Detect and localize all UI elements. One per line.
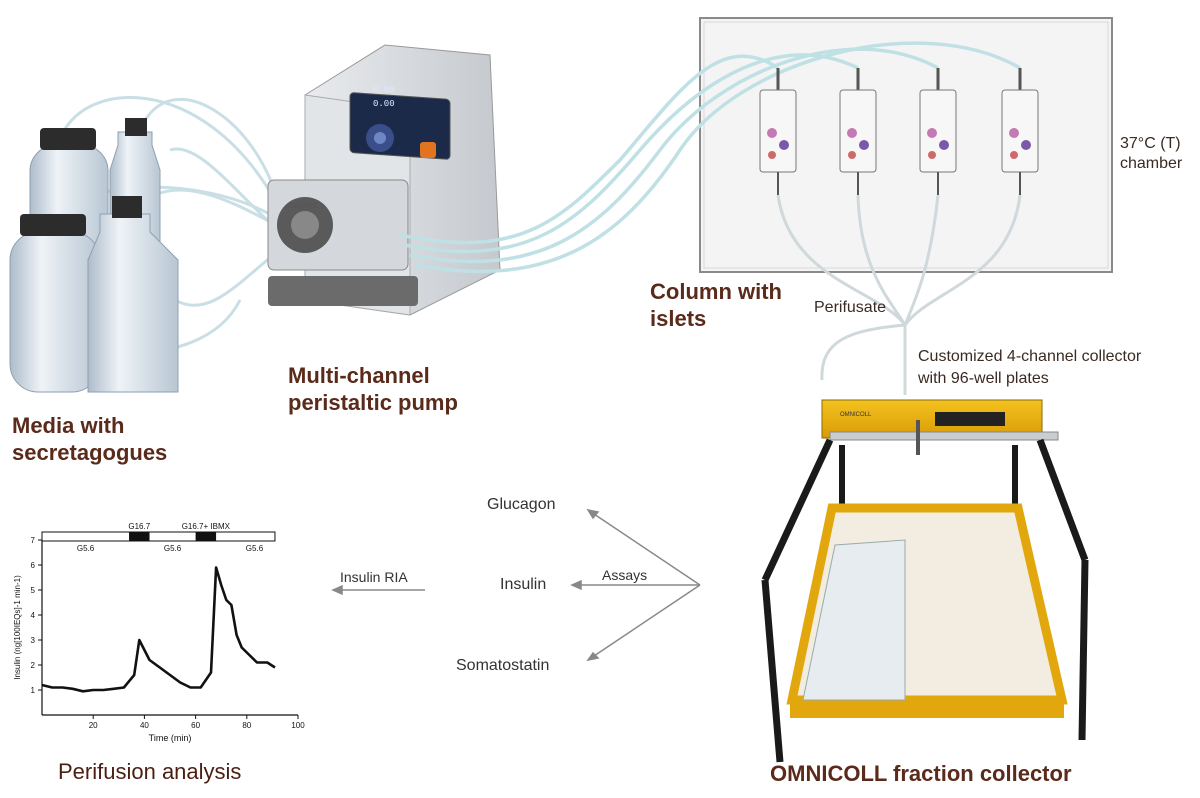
y-tick-label: 2 — [31, 661, 36, 670]
svg-text:OMNICOLL: OMNICOLL — [840, 412, 872, 418]
power-button — [420, 142, 436, 158]
svg-text:ISMATEC: ISMATEC — [288, 203, 319, 210]
stimulus-bar — [195, 532, 217, 541]
protocol-strip — [41, 531, 276, 542]
pump-base — [268, 276, 418, 306]
protocol-bar: G16.7 G16.7+ IBMX G5.6 G5.6 G5.6 — [41, 522, 276, 553]
column-label-line: Column with islets — [650, 279, 782, 331]
insulin-ria-label: Insulin RIA — [340, 569, 408, 585]
perifusate-tubing — [776, 194, 1022, 395]
protocol-top-label: G16.7 — [128, 522, 150, 531]
y-tick-label: 4 — [31, 611, 36, 620]
protocol-top-label: G16.7+ IBMX — [182, 522, 231, 531]
perifusate-label: Perifusate — [814, 299, 887, 316]
x-tick-label: 40 — [140, 721, 149, 730]
chart-y-label: Insulin (ng[100IEQs]-1 min-1) — [13, 575, 22, 680]
collector-description: Customized 4-channel collector with 96-w… — [918, 348, 1142, 387]
insulin-label: Insulin — [500, 576, 547, 593]
column — [1001, 68, 1039, 195]
y-tick-label: 6 — [31, 561, 36, 570]
glucagon-label: Glucagon — [487, 496, 556, 513]
assays-label: Assays — [602, 567, 648, 583]
y-tick-label: 1 — [31, 686, 36, 695]
svg-text:0.00: 0.00 — [373, 99, 395, 109]
column — [839, 68, 877, 195]
y-tick-label: 3 — [31, 636, 36, 645]
x-tick-label: 20 — [89, 721, 98, 730]
well-plates — [802, 539, 906, 701]
assay-arrows — [331, 508, 701, 662]
protocol-bottom-label: G5.6 — [246, 544, 264, 553]
media-label: Media with secretagogues — [12, 412, 167, 466]
outlet-tubing — [399, 41, 1021, 274]
y-tick-label: 7 — [31, 536, 36, 545]
media-label-line: Media with secretagogues — [12, 413, 168, 465]
perifusion-label: Perifusion analysis — [58, 759, 242, 784]
protocol-bottom-label: G5.6 — [77, 544, 95, 553]
x-tick-label: 80 — [242, 721, 251, 730]
chart-ticks: 20 40 60 80 100 1 2 3 4 5 6 7 — [31, 536, 306, 730]
column-label: Column with islets — [650, 278, 782, 332]
fraction-collector: OMNICOLL — [761, 399, 1089, 763]
peristaltic-pump: 0.00 0.00 ISMATEC — [267, 44, 501, 316]
stimulus-bar — [129, 532, 150, 541]
pump-label: Multi-channel peristaltic pump — [288, 362, 458, 416]
chart-axes — [41, 540, 298, 716]
media-bottles — [9, 118, 179, 393]
column — [919, 68, 957, 195]
pump-label-line: Multi-channel peristaltic pump — [288, 363, 458, 415]
bottle — [9, 214, 101, 393]
x-tick-label: 100 — [291, 721, 305, 730]
svg-text:0.00: 0.00 — [373, 85, 395, 95]
insulin-series-line — [41, 566, 276, 693]
chamber-label: 37°C (T) chamber — [1120, 135, 1183, 172]
islet-columns — [759, 68, 1039, 195]
column — [759, 68, 797, 195]
y-tick-label: 5 — [31, 586, 36, 595]
somatostatin-label: Somatostatin — [456, 657, 550, 674]
perifusion-chart: G16.7 G16.7+ IBMX G5.6 G5.6 G5.6 20 40 60 80 100… — [13, 522, 305, 743]
x-tick-label: 60 — [191, 721, 200, 730]
collector-label: OMNICOLL fraction collector — [770, 761, 1072, 786]
protocol-bottom-label: G5.6 — [164, 544, 182, 553]
bottle — [87, 196, 179, 393]
chart-x-label: Time (min) — [149, 733, 192, 743]
